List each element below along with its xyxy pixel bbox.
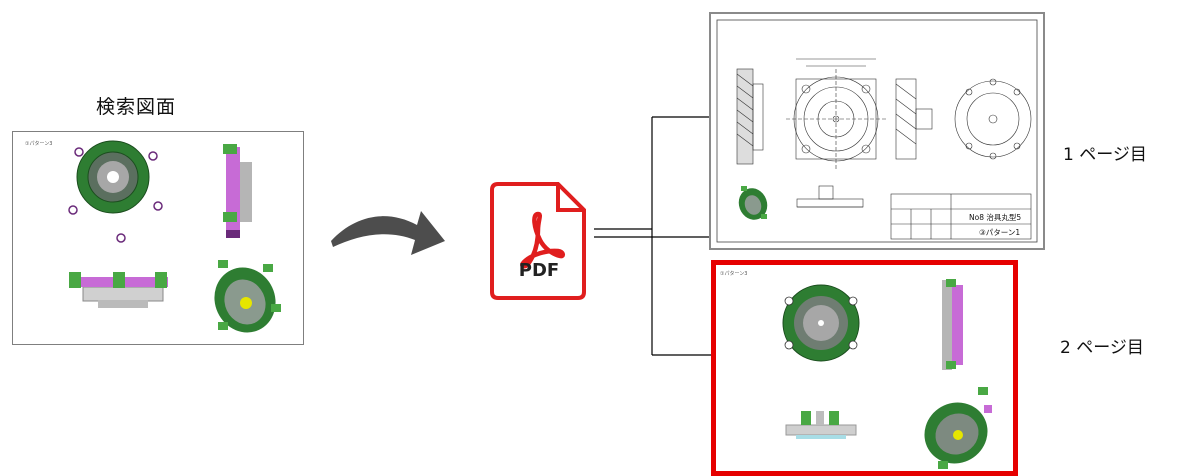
page-2-label: 2 ページ目 [1060, 338, 1144, 358]
titleblock-name: No8 治具丸型5 [969, 212, 1021, 222]
flange-iso-view [214, 260, 281, 333]
search-drawing-title: 検索図面 [96, 96, 177, 118]
search-sheet-label: ①パターン3 [25, 140, 52, 147]
flange-top-view [69, 272, 168, 308]
drawing-iso-view [738, 186, 768, 220]
acrobat-logo-icon [520, 211, 565, 269]
page-1-label: 1 ページ目 [1063, 145, 1147, 165]
titleblock-pattern: ③パターン1 [979, 228, 1020, 237]
pdf-page-2: ①パターン3 [711, 260, 1018, 476]
page-2-front-view [782, 284, 860, 362]
technical-drawing: No8 治具丸型5 ③パターン1 [716, 19, 1038, 243]
search-drawing-views: ①パターン3 [25, 140, 281, 333]
pdf-label: PDF [519, 260, 559, 281]
page-2-views: ①パターン3 [720, 270, 992, 469]
flange-side-view [223, 144, 252, 238]
search-drawing-panel: ①パターン3 [12, 131, 304, 345]
title-block [890, 193, 1032, 240]
page-2-side-view [942, 279, 963, 370]
curved-arrow-icon [331, 211, 445, 255]
pdf-page-1: No8 治具丸型5 ③パターン1 [709, 12, 1045, 250]
pdf-file-icon: PDF [490, 180, 588, 302]
flange-front-view [68, 140, 163, 243]
page-2-sheet-label: ①パターン3 [720, 270, 747, 277]
page-2-top-view [785, 411, 857, 439]
page-2-iso-view [924, 387, 992, 469]
